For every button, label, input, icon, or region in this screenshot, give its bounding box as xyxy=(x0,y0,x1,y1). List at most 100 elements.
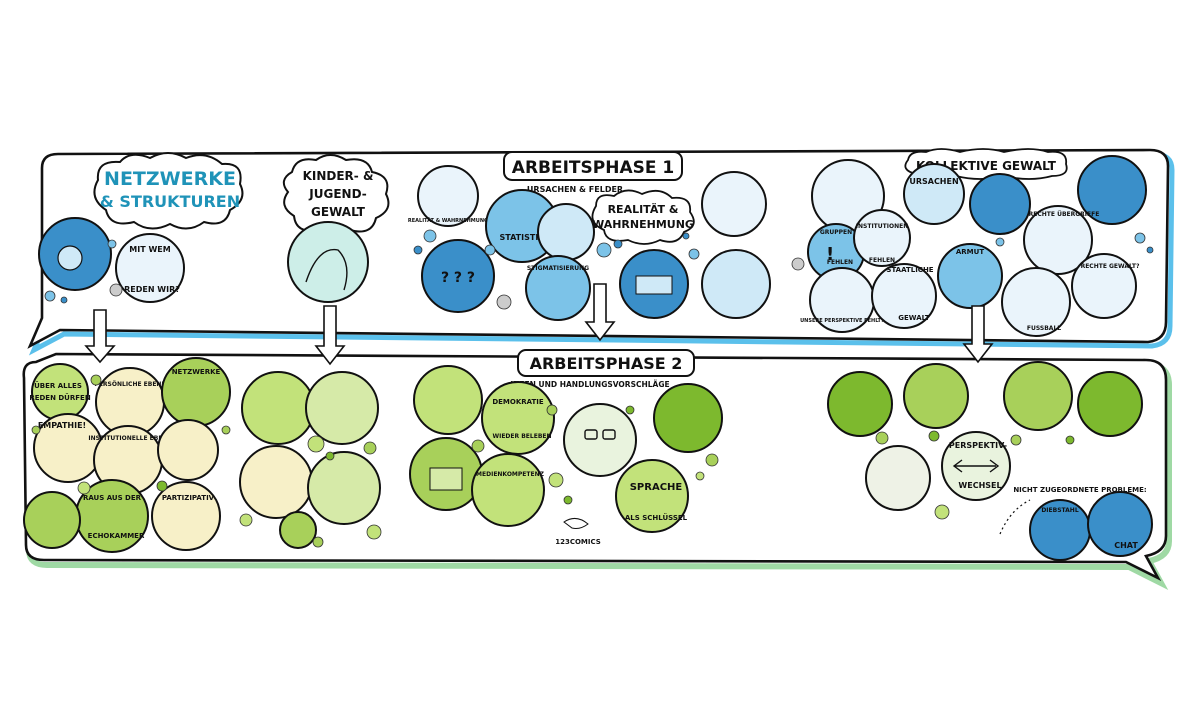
label-empathie: EMPATHIE! xyxy=(38,421,86,430)
svg-text:!: ! xyxy=(826,244,834,265)
p2-circle-partizipativ: PARTIZIPATIV xyxy=(151,481,221,551)
label-demokratie: DEMOKRATIE xyxy=(492,398,544,406)
p2-circle-klein xyxy=(279,511,317,549)
p2-circle-gemeinsame xyxy=(1003,361,1073,431)
p2-circle-netzwerke: NETZWERKE xyxy=(161,357,231,427)
label-chat: CHAT xyxy=(1114,541,1138,550)
p2-circle-brille xyxy=(563,403,637,477)
phase1-subtitle: URSACHEN & FELDER xyxy=(527,185,623,194)
label-realitaet-small: REALITÄT & WAHRNEHMUNG xyxy=(408,217,488,224)
label-sprache: SPRACHE xyxy=(630,482,683,493)
bubbles xyxy=(31,229,1154,548)
label-ueber-alles: ÜBER ALLES xyxy=(34,381,82,390)
p1-circle-rechte-gewalt: RECHTE GEWALT? xyxy=(1071,253,1140,319)
label-armut: ARMUT xyxy=(956,248,984,256)
label-mit-wem: MIT WEM xyxy=(129,245,170,254)
label-staatliche: STAATLICHE xyxy=(886,266,933,274)
p1-circle-kinder xyxy=(287,221,369,303)
p1-circle-fragezeichen: ? ? ? xyxy=(421,239,495,313)
p2-circle-diebstahl: DIEBSTAHL xyxy=(1029,499,1091,561)
cloud-netzwerke-line2: & STRUKTUREN xyxy=(100,192,240,211)
label-rechte-uebergriffe: RECHTE ÜBERGRIFFE xyxy=(1029,211,1100,218)
label-staatliche-gewalt: GEWALT xyxy=(898,314,930,322)
cloud-kinder-line2: JUGEND- xyxy=(308,187,366,201)
label-diebstahl: DIEBSTAHL xyxy=(1041,507,1078,514)
label-persoenliche: PERSÖNLICHE EBENE xyxy=(94,381,165,388)
label-institutionelle: INSTITUTIONELLE EBENE xyxy=(88,435,171,442)
p2-circle-kultureinrichtungen xyxy=(413,365,483,435)
cloud-kinder: KINDER- & JUGEND- GEWALT xyxy=(282,154,390,236)
label-ursachen: URSACHEN xyxy=(909,177,958,186)
p1-circle-armut: ARMUT xyxy=(937,243,1003,309)
label-statistik: STATISTIK xyxy=(500,233,546,242)
p1-circle-bahn xyxy=(969,173,1031,235)
cloud-realitaet-line2: WAHRNEHMUNG xyxy=(592,218,694,231)
p2-circle-rednerpult xyxy=(409,437,483,511)
label-institutionen: INSTITUTIONEN xyxy=(856,223,908,230)
label-echokammer: ECHOKAMMER xyxy=(88,532,145,540)
p1-circle-struktur xyxy=(701,171,767,237)
label-raus-aus-der: RAUS AUS DER xyxy=(83,494,142,502)
label-p2-netzwerke: NETZWERKE xyxy=(172,368,221,376)
p2-circle-gewaltpraevention xyxy=(241,371,315,445)
p2-circle-fussball xyxy=(865,445,931,511)
p1-circle-rechte-uebergriffe: RECHTE ÜBERGRIFFE xyxy=(1023,205,1100,275)
p2-circle-sprache: SPRACHE ALS SCHLÜSSEL xyxy=(615,459,689,533)
p1-circle-medien xyxy=(537,203,595,261)
label-fehlen-2: FEHLEN xyxy=(869,257,895,264)
label-partizipativ: PARTIZIPATIV xyxy=(162,494,215,502)
cloud-netzwerke-line1: NETZWERKE xyxy=(104,168,236,190)
label-rechte-gewalt: RECHTE GEWALT? xyxy=(1081,263,1140,270)
p1-circle-rolle xyxy=(701,249,771,319)
label-reden-wir: REDEN WIR? xyxy=(124,285,180,294)
phase1-title: ARBEITSPHASE 1 xyxy=(512,158,674,178)
label-stigmatisierung: STIGMATISIERUNG xyxy=(527,265,589,272)
cloud-kinder-line1: KINDER- & xyxy=(303,169,374,183)
p2-circle-perspektivwechsel: PERSPEKTIV- WECHSEL xyxy=(941,431,1011,501)
phase2-title: ARBEITSPHASE 2 xyxy=(530,354,683,373)
p2-circle-alle-an-tisch xyxy=(307,451,381,525)
p1-circle-stigmatisierung: STIGMATISIERUNG xyxy=(525,255,591,321)
svg-text:? ? ?: ? ? ? xyxy=(441,270,475,286)
p2-circle-chat: CHAT xyxy=(1087,491,1153,557)
p2-circle-politik xyxy=(653,383,723,453)
phase2-subtitle: IDEEN UND HANDLUNGSVORSCHLÄGE xyxy=(510,380,669,389)
p2-circle-religion xyxy=(827,371,893,437)
label-perspektiv: PERSPEKTIV- xyxy=(949,441,1007,450)
p1-circle-institutionen: INSTITUTIONEN FEHLEN xyxy=(853,209,911,267)
p1-circle-ursachen: URSACHEN xyxy=(903,163,965,225)
p2-circle-demokratie: DEMOKRATIE WIEDER BELEBEN xyxy=(481,381,555,455)
phase2-title-box: ARBEITSPHASE 2 IDEEN UND HANDLUNGSVORSCH… xyxy=(510,349,695,389)
p2-circle-kulturelle xyxy=(903,363,969,429)
label-perspektive: UNSERE PERSPEKTIVE FEHLT? xyxy=(800,318,884,324)
label-gruppen: GRUPPEN xyxy=(820,229,852,236)
arrows xyxy=(84,283,994,366)
p1-circle-kollektiv-face xyxy=(1077,155,1147,225)
p2-circle-echokammer: RAUS AUS DER ECHOKAMMER xyxy=(75,479,149,553)
cloud-kinder-line3: GEWALT xyxy=(311,205,366,219)
p2-circle-sozialraum xyxy=(239,445,313,519)
label-fehlen-1: FEHLEN xyxy=(827,259,853,266)
label-wechsel: WECHSEL xyxy=(958,481,1001,490)
p2-circle-lebenswelt xyxy=(23,491,81,549)
p2-circle-gruppe xyxy=(157,419,219,481)
p2-circle-polizei xyxy=(1077,371,1143,437)
label-wieder-beleben: WIEDER BELEBEN xyxy=(492,433,551,440)
p2-circle-gewaltgegner xyxy=(305,371,379,445)
label-als-schluessel: ALS SCHLÜSSEL xyxy=(625,513,688,522)
signature-text: 123COMICS xyxy=(555,538,601,546)
label-fussball: FUSSBALL xyxy=(1027,325,1061,332)
label-medienkompetenz: MEDIENKOMPETENZ xyxy=(476,471,545,478)
p1-circle-mit-wem: MIT WEM REDEN WIR? xyxy=(115,233,185,303)
cloud-realitaet: REALITÄT & WAHRNEHMUNG xyxy=(591,189,695,245)
side-note-text: NICHT ZUGEORDNETE PROBLEME: xyxy=(1013,486,1147,494)
p1-circle-staatliche-gewalt: STAATLICHE GEWALT xyxy=(871,263,937,329)
p1-circle-fussball: FUSSBALL xyxy=(1001,267,1071,337)
p1-circle-realitaet: REALITÄT & WAHRNEHMUNG xyxy=(408,165,488,227)
p2-circle-medienkompetenz: MEDIENKOMPETENZ xyxy=(471,453,545,527)
side-note: NICHT ZUGEORDNETE PROBLEME: xyxy=(999,486,1147,535)
p1-circle-stadt xyxy=(619,249,689,319)
signature: 123COMICS xyxy=(555,518,601,546)
p1-circle-kommunikation xyxy=(38,217,112,291)
